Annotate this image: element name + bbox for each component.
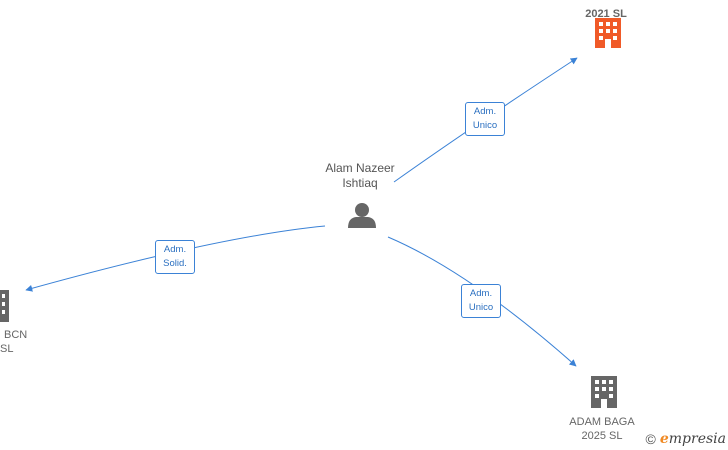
relation-left-line2: Solid. — [163, 258, 187, 269]
empresia-brand[interactable]: © empresia — [646, 431, 726, 447]
company-left-line2: SL — [0, 343, 14, 355]
person-icon[interactable] — [348, 203, 376, 228]
relation-left[interactable]: Adm. Solid. — [155, 240, 195, 274]
person-name-label[interactable]: Alam Nazeer Ishtiaq — [310, 161, 410, 191]
relation-top-right[interactable]: Adm. Unico — [465, 102, 505, 136]
company-top-right-line2: 2021 SL — [585, 8, 627, 20]
edge-to-left — [25, 225, 326, 292]
building-icon-left[interactable] — [0, 290, 9, 322]
company-label-bottom-right[interactable]: ADAM BAGA 2025 SL — [562, 415, 642, 443]
copyright-icon: © — [645, 431, 656, 447]
relation-bottom-right-line2: Unico — [468, 302, 494, 313]
logo-text: mpresia — [668, 431, 726, 447]
company-label-top-right[interactable]: 2021 SL — [566, 0, 646, 21]
company-bottom-right-line2: 2025 SL — [581, 430, 623, 442]
company-label-left[interactable]: BCN SL — [0, 328, 28, 356]
company-bottom-right-line1: ADAM BAGA — [569, 416, 635, 428]
relation-bottom-right-line1: Adm. — [469, 288, 493, 299]
empresia-logo: empresia — [660, 431, 726, 447]
logo-initial: e — [659, 431, 669, 447]
company-left-line1: BCN — [4, 329, 28, 341]
building-icon-top-right[interactable] — [595, 18, 621, 48]
relation-top-right-line1: Adm. — [473, 106, 497, 117]
relation-left-line1: Adm. — [163, 244, 187, 255]
relation-top-right-line2: Unico — [472, 120, 498, 131]
person-name-line2: Ishtiaq — [342, 176, 378, 190]
relation-bottom-right[interactable]: Adm. Unico — [461, 284, 501, 318]
person-name-line1: Alam Nazeer — [325, 161, 395, 175]
building-icon-bottom-right[interactable] — [591, 376, 617, 408]
